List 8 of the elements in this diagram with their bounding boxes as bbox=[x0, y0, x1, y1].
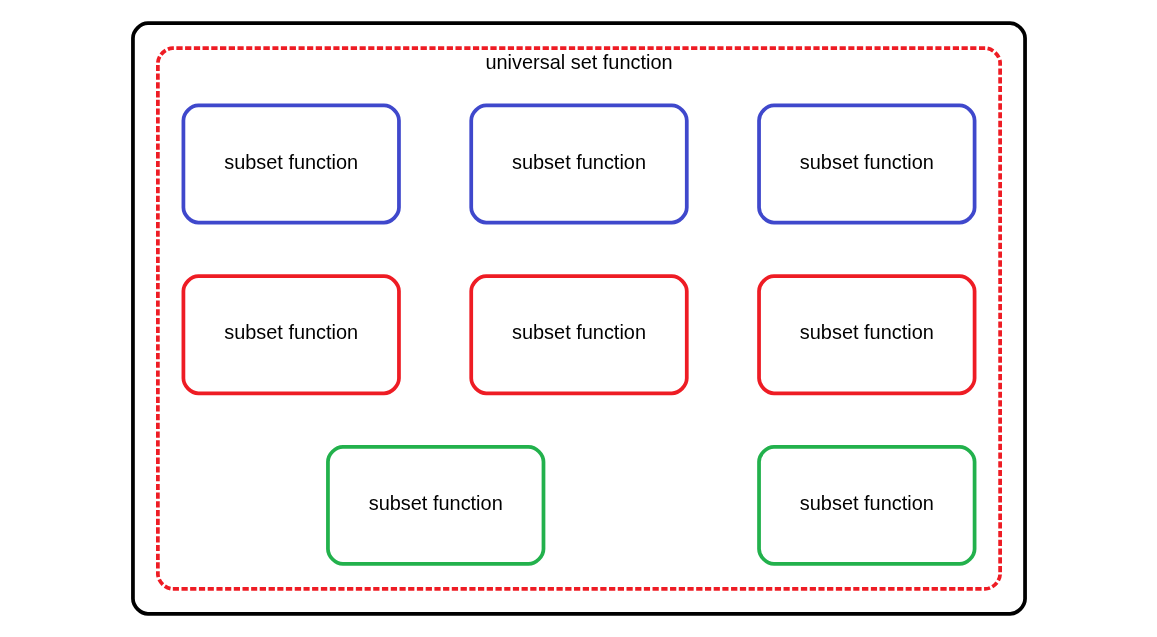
node-box: subset function bbox=[181, 103, 401, 225]
node-box: subset function bbox=[756, 103, 976, 225]
node-box: subset function bbox=[756, 444, 976, 566]
node-box: subset function bbox=[325, 444, 545, 566]
node-box: subset function bbox=[468, 274, 689, 396]
node-box: subset function bbox=[468, 103, 689, 225]
node-box: subset function bbox=[756, 274, 976, 396]
node-box: subset function bbox=[181, 274, 401, 396]
